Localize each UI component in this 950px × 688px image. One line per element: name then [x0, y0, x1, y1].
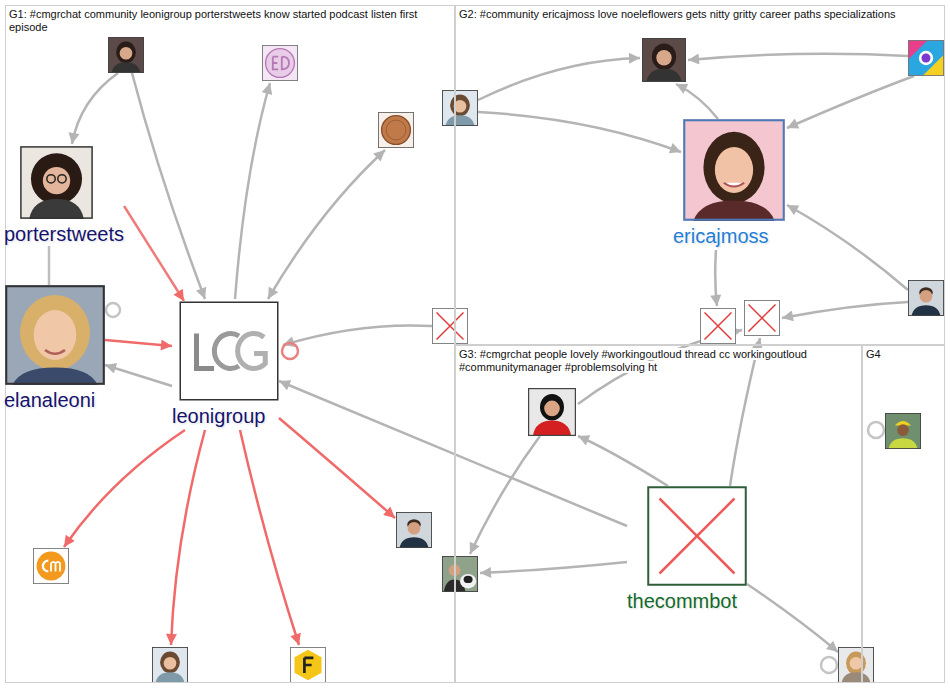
vertex-image: [152, 647, 188, 683]
group-heading: G1: #cmgrchat community leonigroup porte…: [6, 6, 454, 34]
vertex-image: [700, 308, 736, 344]
network-edge: [787, 205, 908, 290]
network-edge: [64, 430, 185, 547]
self-loop: [106, 303, 120, 317]
group-heading-text: G2: #community ericajmoss love noeleflow…: [459, 8, 896, 20]
self-loop: [868, 422, 884, 438]
network-edge: [105, 365, 172, 386]
network-edge: [470, 436, 540, 554]
group-box: G1: #cmgrchat community leonigroup porte…: [5, 5, 455, 683]
vertex-image: [179, 301, 279, 401]
network-edge: [105, 340, 172, 346]
vertex: elanaleoni: [4, 285, 105, 412]
network-edge: [48, 246, 51, 285]
network-edge: [240, 430, 299, 645]
vertex-image: [378, 112, 414, 148]
vertex-image: [838, 647, 874, 683]
group-box: G3: #cmgrchat people lovely #workingoutl…: [455, 345, 862, 683]
group-heading: G3: #cmgrchat people lovely #workingoutl…: [456, 346, 861, 374]
vertex-image: [262, 45, 298, 81]
group-heading-text: G4: [866, 348, 881, 360]
network-edge: [676, 84, 718, 119]
group-heading-text: G3: #cmgrchat people lovely #workingoutl…: [459, 348, 807, 373]
group-heading: G4: [863, 346, 944, 361]
vertex: thecommbot: [627, 486, 747, 613]
network-edge: [283, 325, 432, 345]
vertex: ericajmoss: [673, 119, 785, 248]
vertex-image: [290, 647, 326, 683]
vertex-label: thecommbot: [627, 589, 747, 613]
group-box: G4: [862, 345, 945, 683]
network-edge: [64, 418, 395, 645]
vertex-image: [885, 413, 921, 449]
vertex-image: [908, 280, 944, 316]
network-edge: [578, 436, 668, 486]
self-loop: [821, 657, 837, 673]
vertex-image: [442, 556, 478, 592]
network-edge: [787, 76, 914, 128]
vertex-image: [108, 37, 144, 73]
group-heading: G2: #community ericajmoss love noeleflow…: [456, 6, 944, 21]
vertex-label: leonigroup: [172, 404, 279, 428]
network-edge: [480, 562, 627, 573]
vertex-image: [442, 90, 478, 126]
network-edge: [268, 150, 385, 299]
network-edge: [72, 54, 914, 652]
vertex-image: [528, 388, 576, 436]
vertex-image: [20, 146, 93, 219]
vertex-image: [647, 486, 747, 586]
vertex-image: [683, 119, 785, 221]
vertex-label: elanaleoni: [4, 388, 105, 412]
vertex: porterstweets: [4, 146, 124, 246]
group-box: G2: #community ericajmoss love noeleflow…: [455, 5, 945, 345]
network-edge: [715, 250, 717, 306]
vertex-image: [5, 285, 105, 385]
vertex: leonigroup: [172, 301, 279, 428]
network-edge: [478, 58, 640, 100]
network-edge: [72, 73, 118, 144]
group-heading-text: G1: #cmgrchat community leonigroup porte…: [9, 8, 417, 33]
vertex-label: ericajmoss: [673, 224, 785, 248]
vertex-image: [908, 40, 944, 76]
network-edge: [747, 584, 838, 652]
vertex-label: porterstweets: [4, 222, 124, 246]
network-edge: [171, 430, 205, 645]
network-edge: [235, 83, 270, 299]
network-edge: [782, 302, 908, 318]
network-edge: [688, 54, 908, 60]
vertex-icons: [33, 37, 944, 683]
network-edge: [478, 112, 681, 152]
network-edge: [279, 381, 627, 526]
network-edge: [124, 206, 184, 301]
vertex-image: [396, 512, 432, 548]
network-edge: [730, 338, 760, 486]
vertex-image: [642, 38, 686, 82]
network-edge: [279, 418, 395, 518]
vertex-image: [744, 300, 780, 336]
vertex-image: [33, 548, 69, 584]
vertex-image: [432, 308, 468, 344]
self-loop: [282, 343, 298, 359]
network-edge: [132, 73, 205, 299]
